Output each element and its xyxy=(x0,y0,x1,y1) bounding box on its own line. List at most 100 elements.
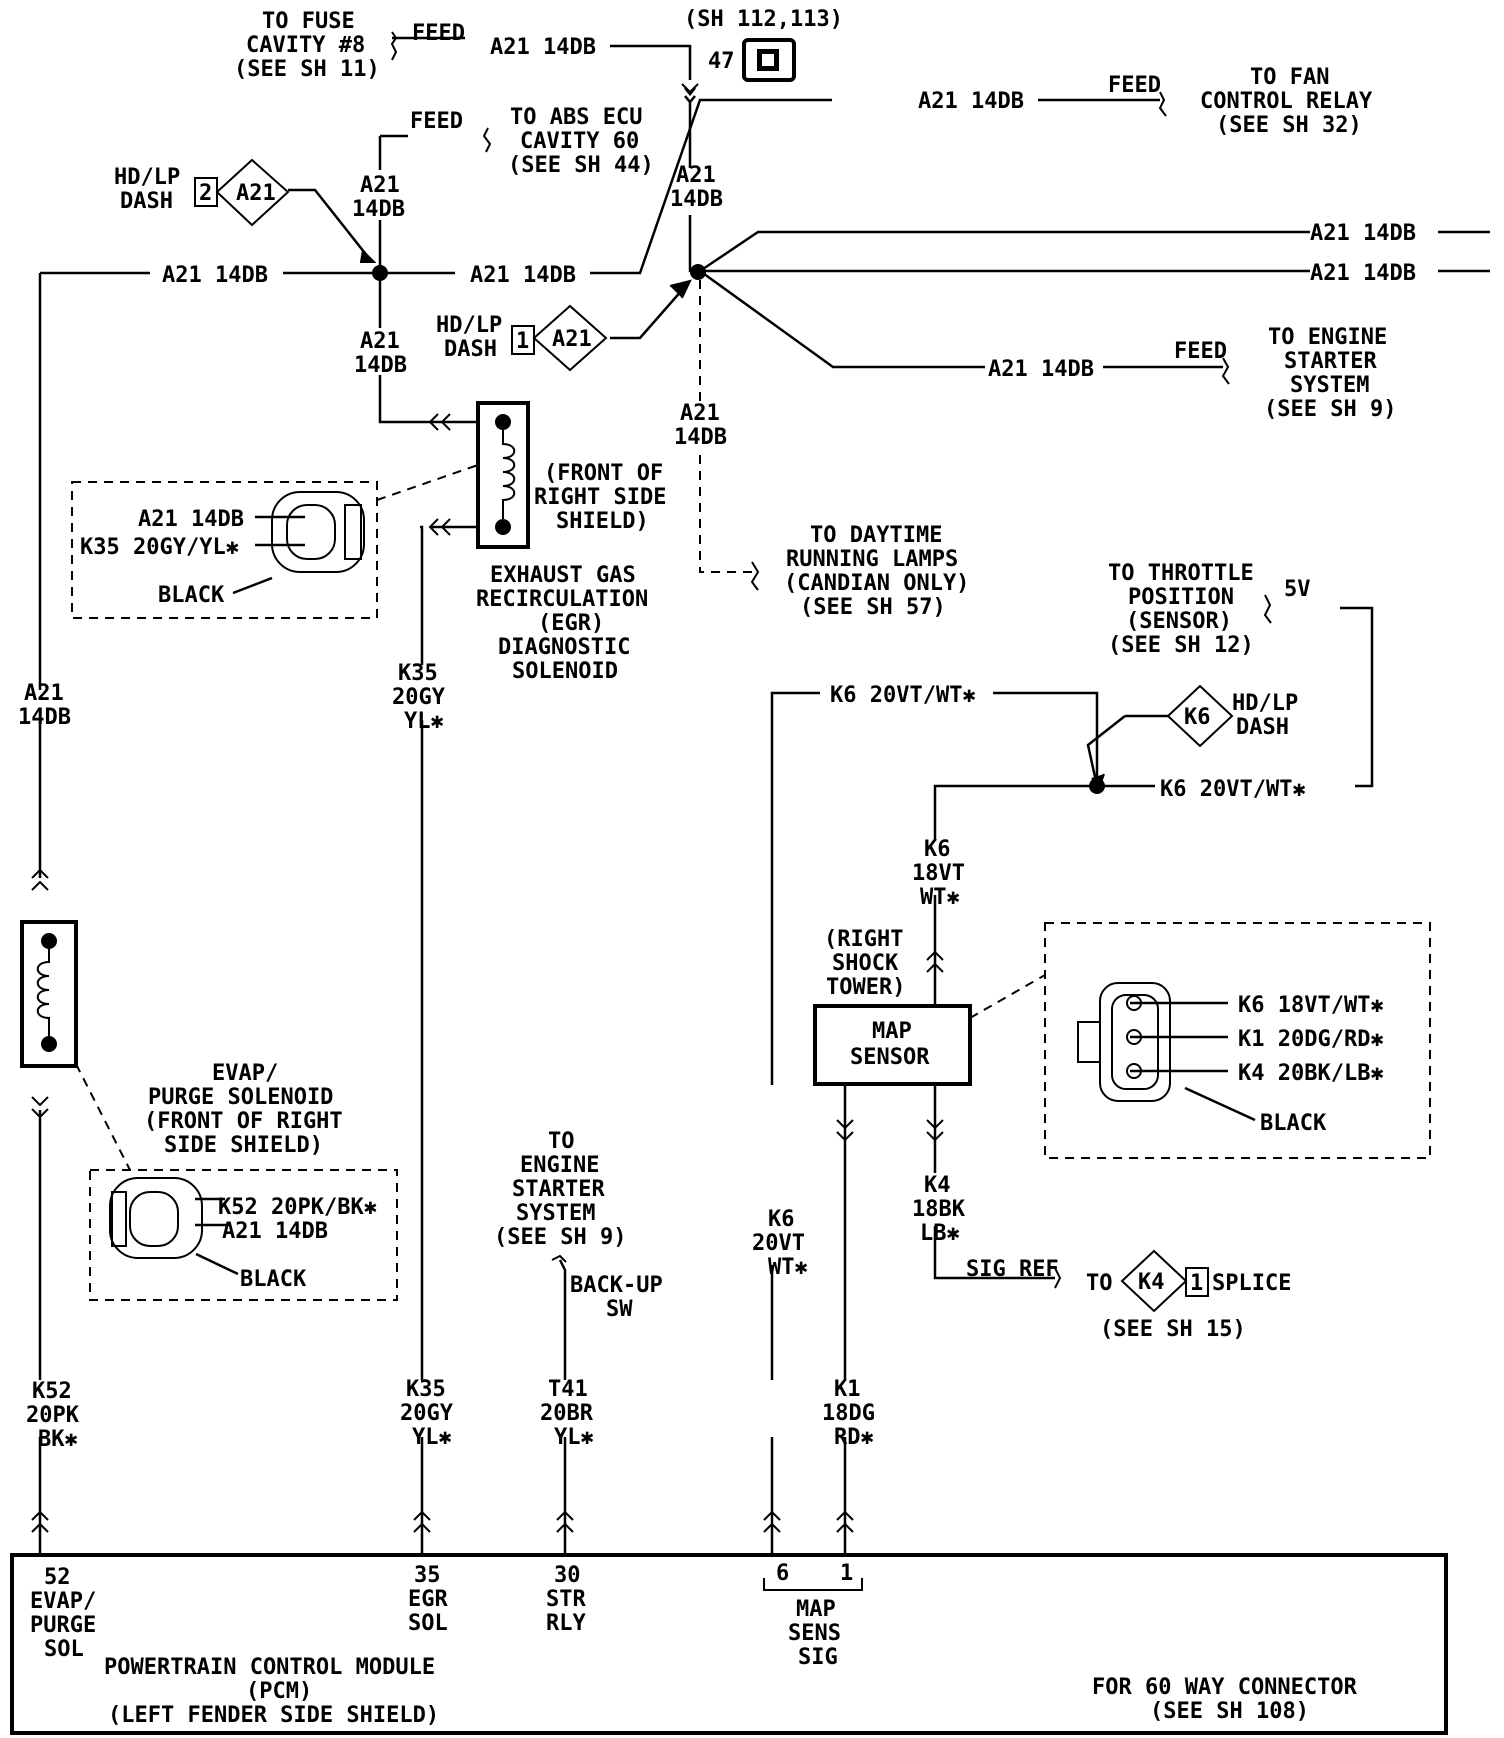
abs-line-1: TO ABS ECU xyxy=(510,105,642,130)
k52-c: BK✱ xyxy=(38,1427,78,1452)
evap-connector-body xyxy=(109,1177,203,1259)
egr-conn-k35: K35 20GY/YL✱ xyxy=(80,535,239,560)
k4-splice-ref: (SEE SH 15) xyxy=(1100,1317,1246,1342)
evap-conn-k52: K52 20PK/BK✱ xyxy=(218,1195,377,1220)
k35-top-b: 20GY xyxy=(392,685,446,710)
k4-sig-ref: SIG REF xyxy=(966,1257,1059,1282)
starter-line-3: SYSTEM xyxy=(1290,373,1369,398)
evap-name-3: (FRONT OF RIGHT xyxy=(144,1109,343,1134)
pcm-52-l3: SOL xyxy=(44,1637,84,1662)
egr-name-3: (EGR) xyxy=(538,611,604,636)
str-label-2: ENGINE xyxy=(520,1153,599,1178)
evap-pin-2 xyxy=(41,1036,57,1052)
fan-line-3: (SEE SH 32) xyxy=(1216,113,1362,138)
k6-diamond-tag: K6 xyxy=(1184,705,1211,730)
hdlp2-line-1: HD/LP xyxy=(436,313,502,338)
fuse-line-1: TO FUSE xyxy=(262,9,355,34)
map-connector-body xyxy=(1099,982,1171,1102)
egr-loc-2: RIGHT SIDE xyxy=(534,485,666,510)
tps-line-3: (SENSOR) xyxy=(1126,609,1232,634)
evap-name-1: EVAP/ xyxy=(212,1061,278,1086)
map-conn-k4: K4 20BK/LB✱ xyxy=(1238,1061,1384,1086)
k4-c: LB✱ xyxy=(920,1221,960,1246)
pcm-52-l1: EVAP/ xyxy=(30,1589,96,1614)
splice-k6 xyxy=(1089,778,1105,794)
k52-a: K52 xyxy=(32,1379,72,1404)
k35-bot-b: 20GY xyxy=(400,1401,454,1426)
drl-line-4: (SEE SH 57) xyxy=(800,595,946,620)
map-conn-black: BLACK xyxy=(1260,1111,1327,1136)
pcm-52-l2: PURGE xyxy=(30,1613,96,1638)
evap-name-4: SIDE SHIELD) xyxy=(164,1133,323,1158)
map-name-1: MAP xyxy=(872,1019,912,1044)
tps-line-1: TO THROTTLE xyxy=(1108,561,1254,586)
hdlp2-num: 1 xyxy=(516,329,529,354)
hdlp2-diamond xyxy=(532,304,608,372)
str-label-4: SYSTEM xyxy=(516,1201,595,1226)
k4-b: 18BK xyxy=(912,1197,966,1222)
map-connector-tab xyxy=(1077,1021,1101,1063)
k35-bot-c: YL✱ xyxy=(412,1425,452,1450)
k6-18-b: 18VT xyxy=(912,861,965,886)
fan-feed-label: FEED xyxy=(1108,73,1161,98)
k35-top-a: K35 xyxy=(398,661,438,686)
k6-20-c: WT✱ xyxy=(768,1255,808,1280)
hdlp2-tag: A21 xyxy=(552,327,592,352)
pcm-name-3: (LEFT FENDER SIDE SHIELD) xyxy=(108,1703,439,1728)
egr-leader xyxy=(376,464,479,501)
splice-1 xyxy=(372,265,388,281)
evap-coil-icon xyxy=(36,949,50,1036)
k6-right-label: K6 20VT/WT✱ xyxy=(1160,777,1306,802)
egr-name-4: DIAGNOSTIC xyxy=(498,635,630,660)
pcm-52-pin: 52 xyxy=(44,1565,71,1590)
branch2-a21: A21 14DB xyxy=(1310,261,1416,286)
egr-connector-body xyxy=(271,491,365,573)
splice1-down-14db: 14DB xyxy=(354,353,407,378)
pcm-35-l2: SOL xyxy=(408,1611,448,1636)
splice1-down-a21: A21 xyxy=(360,329,400,354)
abs-feed-label: FEED xyxy=(410,109,463,134)
k4-a: K4 xyxy=(924,1173,951,1198)
k52-b: 20PK xyxy=(26,1403,80,1428)
egr-loc-1: (FRONT OF xyxy=(544,461,663,486)
k6-hdlp-2: DASH xyxy=(1236,715,1289,740)
pcm-30-pin: 30 xyxy=(554,1563,581,1588)
k6-18-c: WT✱ xyxy=(920,885,960,910)
hdlp1-line-1: HD/LP xyxy=(114,165,180,190)
backup-1: BACK-UP xyxy=(570,1273,663,1298)
map-pin-1 xyxy=(1126,995,1142,1011)
t41-c: YL✱ xyxy=(554,1425,594,1450)
str-label-1: TO xyxy=(548,1129,575,1154)
pcm-pin-1: 1 xyxy=(840,1561,853,1586)
pcm-35-pin: 35 xyxy=(414,1563,441,1588)
map-leader xyxy=(969,974,1046,1019)
fan-a21-label: A21 14DB xyxy=(918,89,1024,114)
k1-a: K1 xyxy=(834,1377,861,1402)
egr-conn-a21: A21 14DB xyxy=(138,507,244,532)
egr-name-5: SOLENOID xyxy=(512,659,618,684)
k4-diamond-tag: K4 xyxy=(1138,1270,1165,1295)
hdlp1-diamond xyxy=(215,158,290,227)
splice2-up-a21: A21 xyxy=(676,163,716,188)
drl-line-1: TO DAYTIME xyxy=(810,523,942,548)
tps-5v: 5V xyxy=(1284,577,1311,602)
drl-14db: 14DB xyxy=(674,425,727,450)
egr-name-2: RECIRCULATION xyxy=(476,587,648,612)
egr-coil-icon xyxy=(502,430,516,519)
map-connector-inner xyxy=(1111,994,1159,1090)
k6-top-label: K6 20VT/WT✱ xyxy=(830,683,976,708)
hdlp1-num: 2 xyxy=(199,181,212,206)
map-conn-k6: K6 18VT/WT✱ xyxy=(1238,993,1384,1018)
egr-pin-2 xyxy=(495,519,511,535)
k6-18-a: K6 xyxy=(924,837,951,862)
pcm-pin-6: 6 xyxy=(776,1561,789,1586)
map-connector-detail xyxy=(1044,922,1431,1159)
fuse-feed-label: FEED xyxy=(412,21,465,46)
pcm-box xyxy=(10,1553,1448,1735)
egr-name-1: EXHAUST GAS xyxy=(490,563,636,588)
t41-b: 20BR xyxy=(540,1401,594,1426)
egr-loc-3: SHIELD) xyxy=(556,509,649,534)
k4-num-box xyxy=(1185,1267,1209,1297)
hdlp1-line-2: DASH xyxy=(120,189,173,214)
pcm-name-1: POWERTRAIN CONTROL MODULE xyxy=(104,1655,435,1680)
